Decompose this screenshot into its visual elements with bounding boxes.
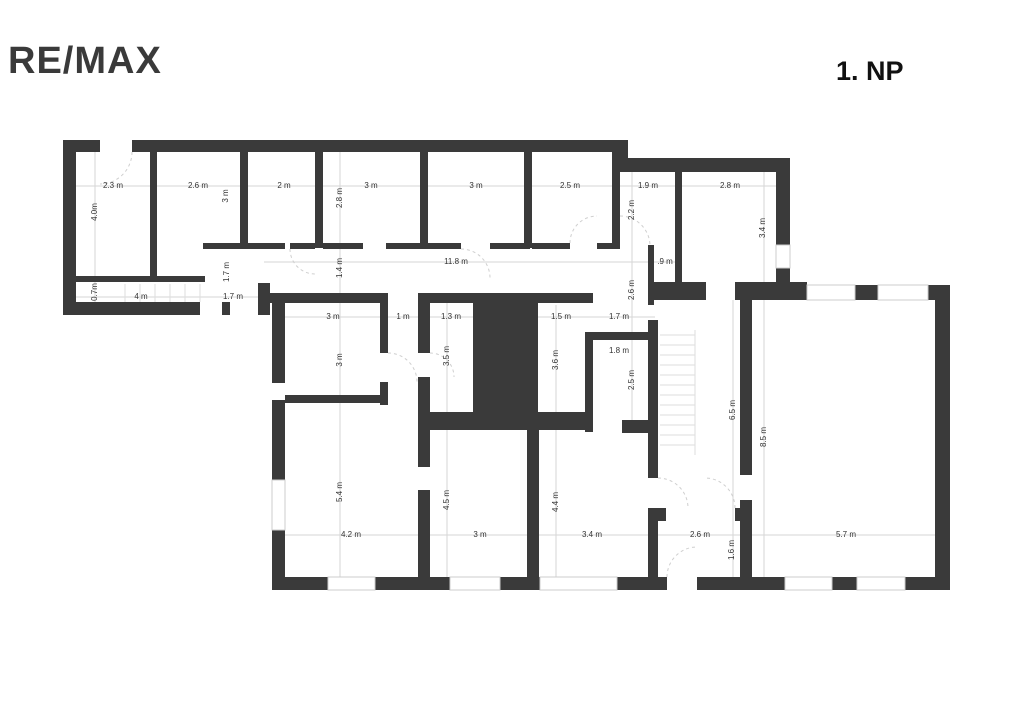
windows: [271, 244, 929, 591]
dim-label-r16-w: 3.4 m: [582, 530, 602, 539]
dim-label-r13-w: 1.8 m: [609, 346, 629, 355]
dim-label-r15-h: 4.5 m: [442, 490, 451, 510]
dim-label-r12-w: 1.7 m: [609, 312, 629, 321]
dim-label-r17-w: 2.6 m: [690, 530, 710, 539]
dim-label-entry-w: 1.7 m: [223, 292, 243, 301]
stairs: [124, 284, 696, 455]
dim-label-r3-w: 2 m: [277, 181, 291, 190]
dim-label-r2-h: 3 m: [221, 189, 230, 203]
dim-label-r1-w: 2.3 m: [103, 181, 123, 190]
dim-label-r1-h: 4.0m: [90, 203, 99, 221]
dim-label-r4-h: 2.8 m: [335, 188, 344, 208]
dim-label-r13-h: 2.5 m: [627, 370, 636, 390]
dim-label-r16-h: 4.4 m: [551, 492, 560, 512]
dim-label-r2-w: 2.6 m: [188, 181, 208, 190]
dim-label-r8-w: 2.8 m: [720, 181, 740, 190]
dim-label-r5-w: 3 m: [469, 181, 483, 190]
dim-label-r10-w: 1.3 m: [441, 312, 461, 321]
dim-label-r14-h: 5.4 m: [335, 482, 344, 502]
dim-label-r11-w: 1.5 m: [551, 312, 571, 321]
dim-label-pass-w: 1 m: [396, 312, 410, 321]
dim-label-r15-w: 3 m: [473, 530, 487, 539]
dim-label-corridor-w: 11.8 m: [444, 257, 468, 266]
dimension-labels: 2.3 m 4.0m 2.6 m 3 m 2 m 2.8 m 3 m 3 m 2.5 m 1.9 …: [90, 181, 856, 560]
dim-label-r14-w: 4.2 m: [341, 530, 361, 539]
dim-label-r9-w: 3 m: [326, 312, 340, 321]
dim-label-big-h: 8.5 m: [759, 427, 768, 447]
dim-label-r9-h: 3 m: [335, 353, 344, 367]
dim-label-big-w: 5.7 m: [836, 530, 856, 539]
dim-label-r7-h: 2.2 m: [627, 200, 636, 220]
dim-label-r4-w: 3 m: [364, 181, 378, 190]
dim-label-corridor-h: 1.4 m: [335, 258, 344, 278]
dim-label-r11-h: 3.6 m: [551, 350, 560, 370]
dim-label-stairs-h: 6.5 m: [728, 400, 737, 420]
dim-label-r8-h: 3.4 m: [758, 218, 767, 238]
floor-label: 1. NP: [836, 56, 904, 86]
doors: [99, 151, 736, 578]
dim-label-r6-w: 2.5 m: [560, 181, 580, 190]
dim-label-strip-w: 4 m: [134, 292, 148, 301]
remax-logo: RE/MAX: [8, 40, 162, 82]
dim-label-nook-w: .9 m: [657, 257, 673, 266]
dim-label-stair-h: 1.7 m: [222, 262, 231, 282]
dim-label-hall-h: 2.6 m: [627, 280, 636, 300]
dim-label-r17-h: 1.6 m: [727, 540, 736, 560]
dimension-lines: [76, 152, 935, 578]
dim-label-r10-h: 3.5 m: [442, 346, 451, 366]
walls: [63, 140, 950, 590]
dim-label-strip-h: 0.7m: [90, 283, 99, 301]
dim-label-r7-w: 1.9 m: [638, 181, 658, 190]
